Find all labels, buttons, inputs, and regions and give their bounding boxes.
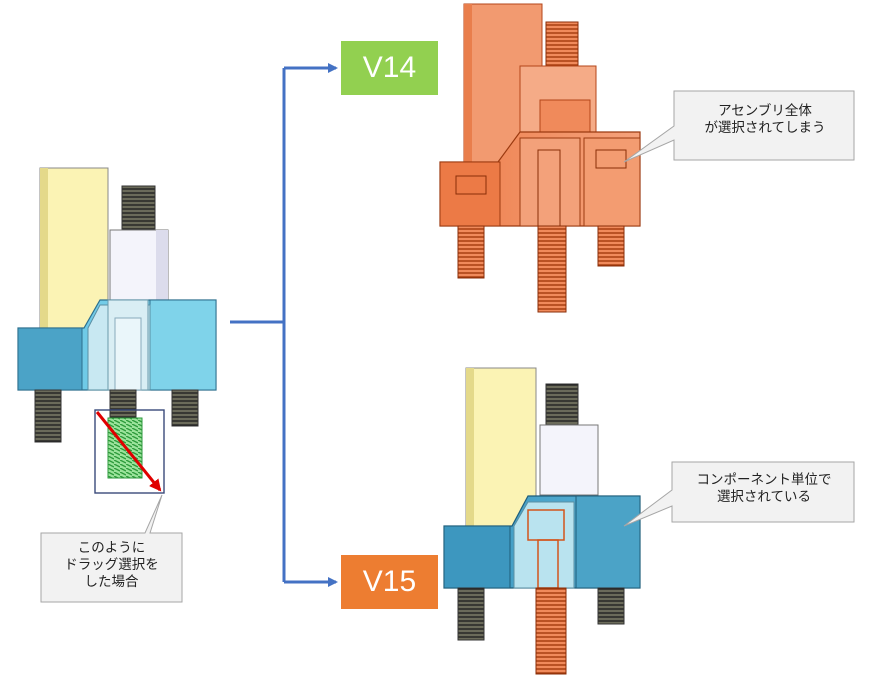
v14-note-callout xyxy=(623,90,855,163)
v14-badge: V14 xyxy=(341,41,438,95)
v14-note-line-2: が選択されてしまう xyxy=(704,120,826,136)
left-lower-bolt-left xyxy=(34,389,62,443)
v15-note-callout xyxy=(623,461,855,527)
v14-assembly-model xyxy=(439,3,641,313)
drag-note-callout xyxy=(40,494,183,603)
drag-direction-arrow xyxy=(95,411,162,492)
left-top-bolt xyxy=(121,185,156,231)
left-lower-bolt-right xyxy=(171,389,199,427)
drag-note-line-2: ドラッグ選択を xyxy=(64,557,159,573)
drag-note-line-1: このように xyxy=(77,540,146,556)
v15-badge: V15 xyxy=(341,555,438,609)
v15-badge-label: V15 xyxy=(362,565,417,598)
drag-note-text: このように ドラッグ選択を した場合 xyxy=(41,540,182,591)
v15-note-line-2: 選択されている xyxy=(716,489,812,505)
v15-note-line-1: コンポーネント単位で xyxy=(696,472,832,488)
drag-selection-box xyxy=(94,409,165,494)
v14-note-line-1: アセンブリ全体 xyxy=(718,103,812,119)
v14-note-text: アセンブリ全体 が選択されてしまう xyxy=(676,103,854,137)
left-yellow-bracket xyxy=(39,167,109,329)
branch-connector xyxy=(230,63,338,587)
drag-note-line-3: した場合 xyxy=(84,574,139,590)
v15-assembly-model xyxy=(443,367,641,675)
original-assembly-model xyxy=(17,167,217,494)
v15-note-text: コンポーネント単位で 選択されている xyxy=(674,472,854,506)
v14-badge-label: V14 xyxy=(362,51,417,84)
